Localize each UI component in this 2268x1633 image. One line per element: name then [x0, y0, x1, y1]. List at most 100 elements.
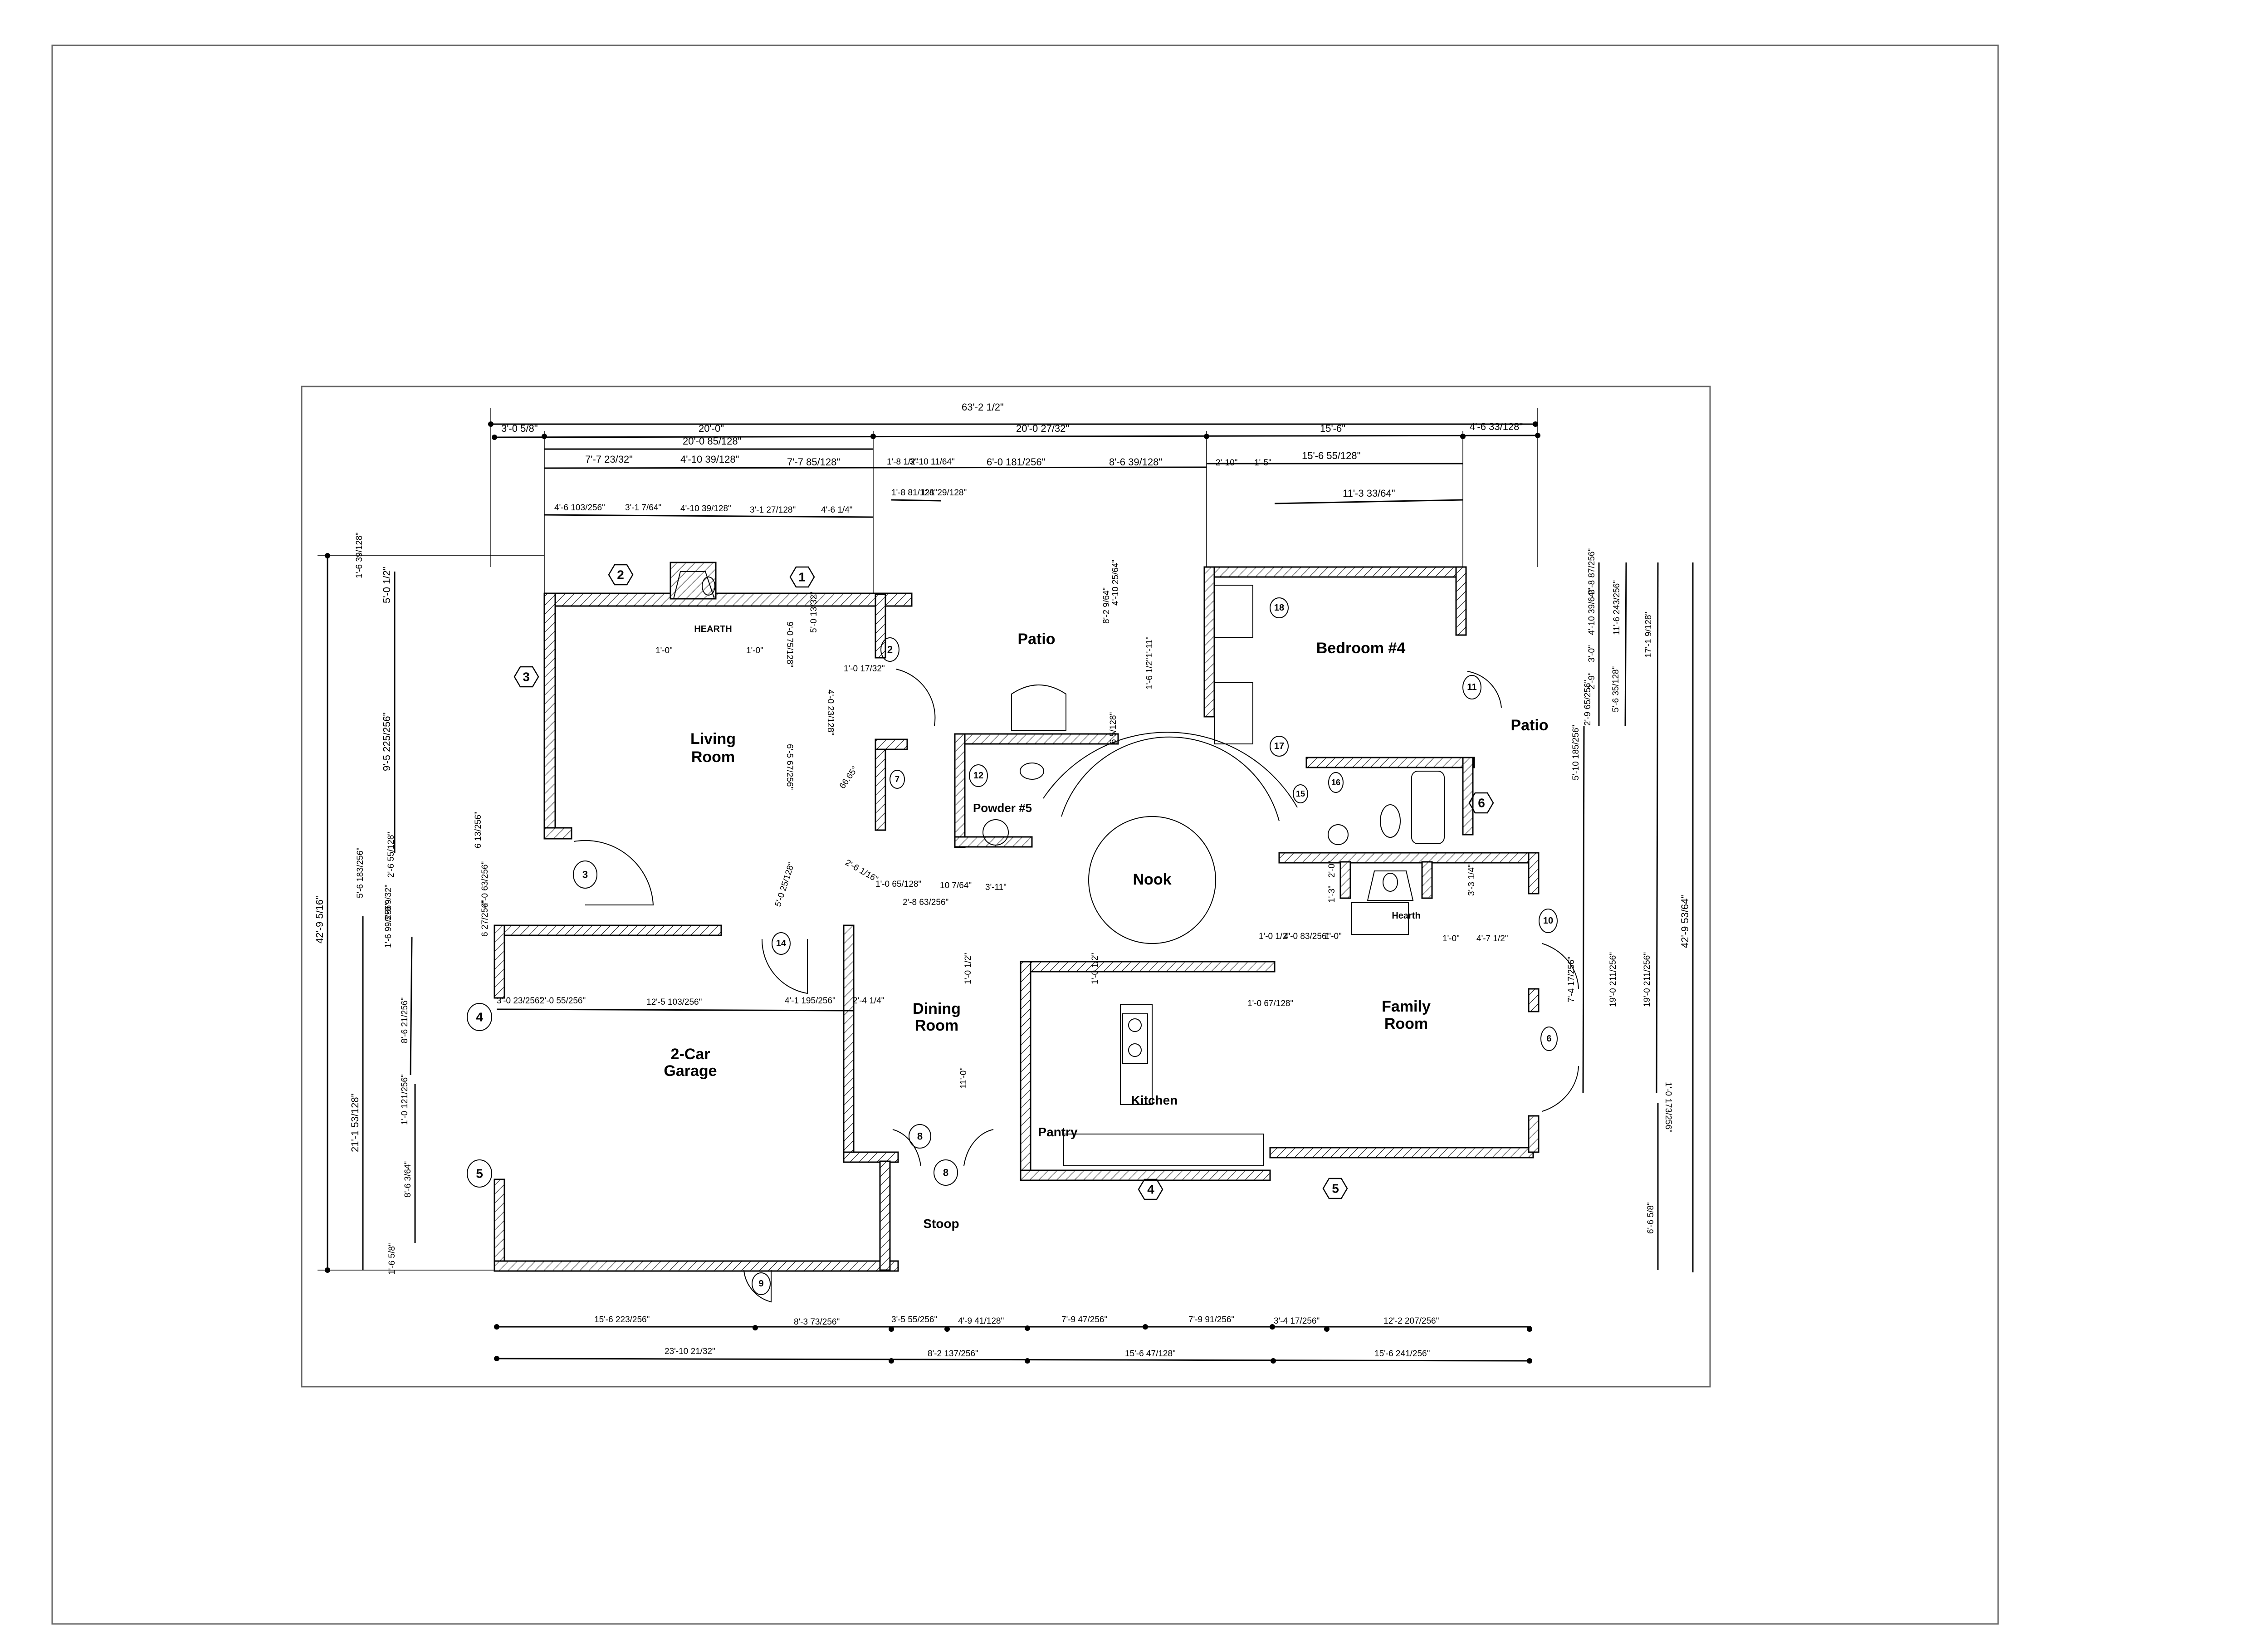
door-tag-2: 2	[880, 637, 899, 662]
svg-text:3'-4 17/256": 3'-4 17/256"	[1274, 1316, 1320, 1326]
svg-text:3'-11": 3'-11"	[985, 883, 1007, 892]
svg-text:16: 16	[1331, 778, 1340, 787]
door-tag-11: 11	[1462, 675, 1481, 699]
svg-text:6: 6	[1478, 796, 1485, 810]
svg-text:1'-8 1/2": 1'-8 1/2"	[887, 457, 919, 467]
door-tag-16: 16	[1328, 772, 1344, 793]
door-tag-6: 6	[1540, 1027, 1558, 1051]
svg-text:4'-10 39/64": 4'-10 39/64"	[1587, 589, 1597, 635]
svg-text:6 27/256": 6 27/256"	[480, 900, 490, 937]
svg-text:1'-0": 1'-0"	[746, 646, 763, 655]
svg-text:2'-9 65/256": 2'-9 65/256"	[1583, 680, 1593, 726]
svg-text:1'-0 1/2": 1'-0 1/2"	[1090, 953, 1100, 984]
svg-text:3'-5 55/256": 3'-5 55/256"	[891, 1315, 937, 1325]
door-tag-9: 9	[752, 1272, 771, 1295]
svg-text:1'-5": 1'-5"	[1254, 458, 1271, 468]
svg-text:7'-9 91/256": 7'-9 91/256"	[1188, 1315, 1234, 1325]
svg-text:7'-9 47/256": 7'-9 47/256"	[1061, 1315, 1107, 1325]
room-label-nook: Nook	[1133, 871, 1172, 888]
svg-text:1'-0": 1'-0"	[655, 646, 673, 655]
svg-text:1'-6 1/2": 1'-6 1/2"	[1145, 658, 1154, 689]
svg-text:20'-0": 20'-0"	[699, 423, 724, 434]
svg-text:63'-2 1/2": 63'-2 1/2"	[962, 401, 1004, 413]
svg-text:18: 18	[1274, 603, 1284, 613]
svg-text:2'-10": 2'-10"	[1216, 458, 1237, 468]
svg-text:Room: Room	[1384, 1015, 1428, 1032]
svg-text:4'-10 25/64": 4'-10 25/64"	[1111, 560, 1120, 606]
svg-text:10: 10	[1543, 916, 1553, 926]
door-tag-8b: 8	[934, 1159, 958, 1186]
grid-hex-1: 1	[789, 566, 815, 588]
svg-text:15: 15	[1296, 789, 1305, 798]
svg-text:4'-6 33/128": 4'-6 33/128"	[1470, 421, 1523, 432]
svg-text:66.65°: 66.65°	[838, 765, 860, 791]
walls	[494, 562, 1540, 1272]
svg-text:4'-10 39/128": 4'-10 39/128"	[680, 454, 739, 465]
room-label-family: Family	[1382, 998, 1431, 1015]
grid-hex-2: 2	[608, 564, 634, 586]
grid-tags: 1 2 3 4 5 6 4 5 2 3 6 7 8 8 9 10 11 12 1…	[467, 564, 1558, 1295]
viewport-frame	[301, 386, 1711, 1388]
svg-text:4: 4	[1147, 1183, 1154, 1197]
svg-text:1'-0 121/256": 1'-0 121/256"	[400, 1074, 410, 1125]
room-label-kitchen: Kitchen	[1131, 1093, 1178, 1107]
svg-text:4'-9 41/128": 4'-9 41/128"	[958, 1316, 1004, 1326]
svg-text:8'-2 137/256": 8'-2 137/256"	[928, 1349, 978, 1359]
svg-text:5'-0 13/32": 5'-0 13/32"	[809, 592, 819, 633]
svg-text:1: 1	[798, 570, 806, 584]
door-tag-3: 3	[573, 861, 597, 889]
svg-text:7'-7 85/128": 7'-7 85/128"	[787, 456, 840, 468]
svg-text:3'-10 11/64": 3'-10 11/64"	[909, 457, 955, 467]
svg-text:8'-6 39/128": 8'-6 39/128"	[1109, 456, 1162, 468]
svg-text:1'-0 17/32": 1'-0 17/32"	[844, 664, 885, 674]
svg-text:11: 11	[1467, 682, 1476, 692]
svg-text:15'-6 223/256": 15'-6 223/256"	[594, 1315, 650, 1325]
svg-text:3'-3 1/4": 3'-3 1/4"	[1467, 864, 1476, 896]
svg-text:6'-5 67/256": 6'-5 67/256"	[785, 744, 794, 790]
svg-text:10 7/64": 10 7/64"	[940, 881, 972, 890]
top-dimensions: 63'-2 1/2" 3'-0 5/8" 20'-0" 20'-0 27/32"…	[488, 401, 1540, 594]
svg-text:7: 7	[895, 775, 899, 784]
svg-text:12: 12	[973, 771, 983, 781]
svg-text:4'-0 23/128": 4'-0 23/128"	[826, 689, 835, 735]
svg-text:14: 14	[776, 939, 787, 949]
svg-text:2'-8 63/256": 2'-8 63/256"	[903, 898, 948, 907]
svg-text:19'-0 211/256": 19'-0 211/256"	[1608, 952, 1618, 1007]
svg-text:Room: Room	[915, 1017, 958, 1034]
door-tag-14: 14	[772, 932, 791, 955]
door-tag-8a: 8	[909, 1124, 931, 1149]
svg-text:9'-5 225/256": 9'-5 225/256"	[381, 713, 392, 771]
svg-text:15'-6 47/128": 15'-6 47/128"	[1125, 1349, 1176, 1359]
svg-text:15'-6": 15'-6"	[1320, 423, 1345, 434]
svg-text:9: 9	[758, 1279, 763, 1289]
svg-text:1'-1 29/128": 1'-1 29/128"	[921, 488, 967, 498]
room-label-pantry: Pantry	[1038, 1125, 1078, 1139]
svg-text:3: 3	[582, 869, 588, 880]
svg-text:2'-9": 2'-9"	[1587, 672, 1597, 689]
svg-text:4'-6 103/256": 4'-6 103/256"	[554, 503, 605, 513]
svg-text:3'-0 23/256": 3'-0 23/256"	[497, 996, 543, 1006]
svg-text:5'-0 25/128": 5'-0 25/128"	[773, 861, 797, 908]
room-label-bedroom4: Bedroom #4	[1316, 640, 1406, 657]
room-label-stoop: Stoop	[923, 1217, 959, 1231]
svg-text:3'-0 5/8": 3'-0 5/8"	[501, 423, 538, 434]
svg-text:2'-0": 2'-0"	[1327, 861, 1337, 878]
svg-text:23'-10 21/32": 23'-10 21/32"	[665, 1347, 715, 1356]
svg-text:2: 2	[887, 644, 893, 655]
door-tag-15: 15	[1293, 784, 1308, 803]
svg-text:4'-10 39/128": 4'-10 39/128"	[680, 504, 731, 513]
svg-text:3'-0": 3'-0"	[1587, 645, 1597, 662]
svg-text:4'-1 195/256": 4'-1 195/256"	[785, 996, 836, 1006]
svg-text:19'-0 211/256": 19'-0 211/256"	[1642, 952, 1652, 1007]
door-tag-7: 7	[890, 770, 905, 789]
bottom-dimensions: 15'-6 223/256" 8'-3 73/256" 3'-5 55/256"…	[494, 1315, 1532, 1364]
door-tag-18: 18	[1270, 597, 1289, 618]
svg-text:6'-6 5/8": 6'-6 5/8"	[1646, 1202, 1656, 1234]
svg-text:8'-6 3/64": 8'-6 3/64"	[403, 1161, 413, 1198]
svg-text:1'-6 99/256": 1'-6 99/256"	[384, 902, 393, 948]
svg-text:1'-0 1/2": 1'-0 1/2"	[963, 953, 973, 984]
svg-text:1'-0": 1'-0"	[1325, 932, 1342, 941]
svg-text:8: 8	[943, 1167, 948, 1178]
svg-text:9'-0 75/128": 9'-0 75/128"	[785, 621, 794, 667]
svg-text:42'-9 5/16": 42'-9 5/16"	[314, 896, 325, 944]
